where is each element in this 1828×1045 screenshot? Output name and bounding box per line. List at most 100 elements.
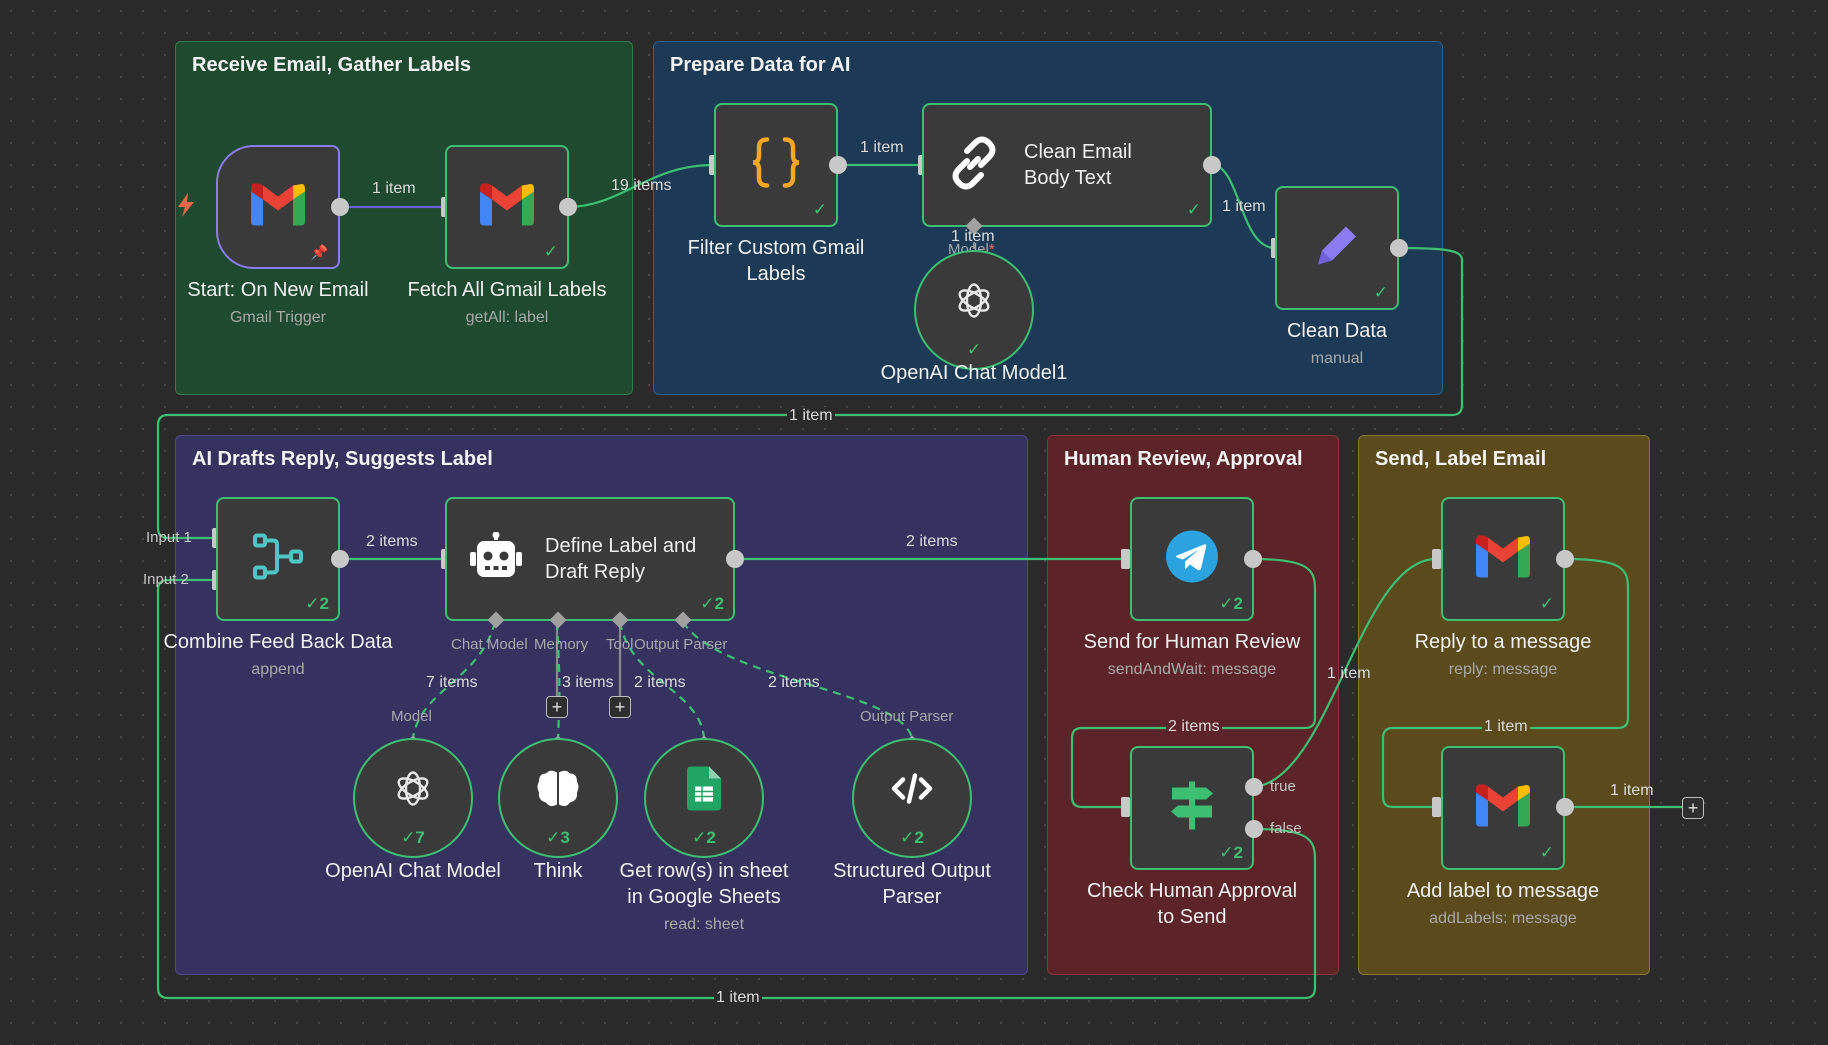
node-title: Combine Feed Back Data (163, 631, 393, 653)
run-count: 2 (1233, 843, 1243, 862)
output-port[interactable] (331, 550, 349, 568)
run-count: 2 (714, 594, 724, 613)
node-title: Add label to message (1406, 880, 1600, 902)
output-port[interactable] (1244, 550, 1262, 568)
wire-label: 19 items (611, 177, 672, 194)
wire-label: 1 item (1327, 665, 1371, 682)
tool-label: Tool (606, 636, 634, 653)
false-label: false (1270, 820, 1302, 837)
success-check-icon: ✓ (1373, 283, 1388, 302)
required-mark: * (988, 241, 995, 258)
define-label-and-draft-reply-node[interactable]: Define Label and Draft Reply ✓2 (445, 497, 735, 621)
wire-label: 1 item (1610, 782, 1654, 799)
bolt-icon (176, 193, 196, 223)
node-title-line: to Send (1157, 906, 1227, 928)
input-2-label: Input 2 (143, 571, 189, 588)
node-title: OpenAI Chat Model1 (880, 362, 1068, 384)
output-port[interactable] (1556, 550, 1574, 568)
wire-label: 2 items (366, 533, 418, 550)
node-subtitle: getAll: label (465, 309, 549, 326)
wire-label: 1 item (787, 407, 835, 425)
wire-label: 7 items (426, 674, 478, 691)
output-port[interactable] (1390, 239, 1408, 257)
node-title-line: Filter Custom Gmail (687, 237, 865, 259)
openai-chat-model-node[interactable]: ✓7 (353, 738, 473, 858)
success-count: ✓2 (1219, 843, 1243, 862)
send-for-human-review-node[interactable]: ✓2 (1130, 497, 1254, 621)
success-check-icon: ✓ (543, 242, 558, 261)
node-title: Send for Human Review (1083, 631, 1301, 653)
output-port[interactable] (559, 198, 577, 216)
code-tag-icon (891, 772, 933, 811)
run-count: 2 (319, 594, 329, 613)
openai-icon (392, 768, 434, 815)
think-node[interactable]: ✓3 (498, 738, 618, 858)
node-subtitle: addLabels: message (1429, 910, 1577, 927)
input-1-label: Input 1 (146, 529, 192, 546)
telegram-icon (1166, 530, 1218, 588)
node-subtitle: reply: message (1448, 661, 1558, 678)
gmail-icon (480, 182, 534, 231)
input-port[interactable] (1121, 549, 1130, 569)
filter-custom-gmail-labels-node[interactable]: ✓ (714, 103, 838, 227)
clean-email-body-text-node[interactable]: Clean Email Body Text ✓ (922, 103, 1212, 227)
add-tool-button[interactable]: + (609, 696, 631, 718)
input-port[interactable] (709, 155, 718, 175)
wire-label: 1 item (860, 139, 904, 156)
true-label: true (1270, 778, 1296, 795)
node-title-line: Get row(s) in sheet (619, 860, 789, 882)
openai-icon (953, 280, 995, 327)
success-check-icon: ✓ (1539, 843, 1554, 862)
input-port[interactable] (1432, 549, 1441, 569)
wire-label: 1 item (714, 989, 762, 1007)
node-title: Structured Output Parser (802, 858, 1022, 910)
output-port[interactable] (1203, 156, 1221, 174)
check-human-approval-node[interactable]: ✓2 (1130, 746, 1254, 870)
success-check-icon: ✓ (966, 340, 982, 359)
success-count: ✓2 (1219, 594, 1243, 613)
run-count: 7 (415, 828, 425, 847)
clean-data-node[interactable]: ✓ (1275, 186, 1399, 310)
wire-label: 2 items (768, 674, 820, 691)
openai-chat-model1-node[interactable]: ✓ (914, 250, 1034, 370)
output-port[interactable] (829, 156, 847, 174)
input-port[interactable] (1121, 797, 1130, 817)
output-port[interactable] (1556, 798, 1574, 816)
combine-feed-back-data-node[interactable]: ✓2 (216, 497, 340, 621)
add-node-button[interactable]: + (1682, 797, 1704, 819)
memory-label: Memory (534, 636, 589, 653)
true-output-port[interactable] (1245, 778, 1263, 796)
merge-icon (251, 530, 305, 589)
input-port[interactable] (1432, 797, 1441, 817)
false-output-port[interactable] (1245, 820, 1263, 838)
get-rows-google-sheets-node[interactable]: ✓2 (644, 738, 764, 858)
brain-icon (536, 769, 580, 814)
start-on-new-email-node[interactable]: 📌 (216, 145, 340, 269)
success-check-icon: ✓ (812, 200, 827, 219)
node-title-line: Body Text (1024, 167, 1112, 189)
success-check-icon: ✓ (1539, 594, 1554, 613)
success-count: ✓2 (305, 594, 329, 613)
success-count: ✓3 (546, 828, 570, 847)
output-port[interactable] (726, 550, 744, 568)
run-count: 2 (914, 828, 924, 847)
add-label-to-message-node[interactable]: ✓ (1441, 746, 1565, 870)
group-title: Send, Label Email (1375, 448, 1547, 470)
node-title: Filter Custom Gmail Labels (666, 235, 886, 287)
gmail-icon (1476, 534, 1530, 583)
node-title-line: Check Human Approval (1086, 880, 1298, 902)
run-count: 3 (560, 828, 570, 847)
node-inline-title: Clean Email Body Text (1024, 139, 1132, 191)
node-title: Fetch All Gmail Labels (407, 279, 607, 301)
fetch-all-gmail-labels-node[interactable]: ✓ (445, 145, 569, 269)
node-title: Get row(s) in sheet in Google Sheets (594, 858, 814, 910)
output-port[interactable] (331, 198, 349, 216)
structured-output-parser-node[interactable]: ✓2 (852, 738, 972, 858)
curly-braces-icon (749, 136, 803, 195)
robot-icon (469, 531, 523, 587)
add-memory-button[interactable]: + (546, 696, 568, 718)
node-subtitle: manual (1310, 350, 1364, 367)
node-title-line: Labels (746, 263, 806, 285)
reply-to-a-message-node[interactable]: ✓ (1441, 497, 1565, 621)
node-title: Start: On New Email (187, 279, 369, 301)
